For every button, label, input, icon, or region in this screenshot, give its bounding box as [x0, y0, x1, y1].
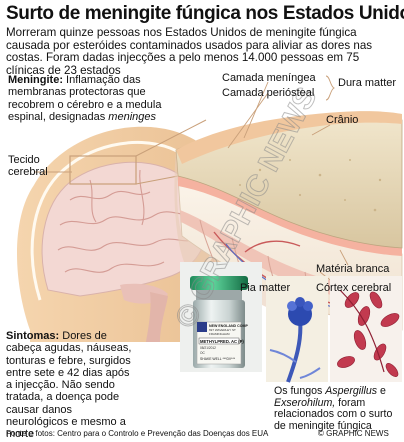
label-cortex-cerebral: Córtex cerebral [316, 282, 392, 294]
source-note: Fonte e fotos: Centro para o Controlo e … [6, 429, 269, 438]
caption-pre: Os fungos [274, 385, 326, 397]
caption-exserohilum: Exserohilum, [274, 396, 336, 409]
page-title: Surto de meningite fúngica nos Estados U… [6, 3, 404, 24]
illustration: NEW ENGLAND COMP 697 WAVERLEY ST FRAMING… [17, 75, 403, 383]
label-materia-branca: Matéria branca [316, 263, 390, 275]
vial-label-product: METHYLPRED. AC (P) [200, 339, 244, 344]
vial-label-shake: SHAKE WELL ***DV*** [200, 357, 236, 361]
vial-label-code: OC [200, 351, 205, 355]
steroid-vial-photo: NEW ENGLAND COMP 697 WAVERLEY ST FRAMING… [180, 262, 262, 372]
label-camada-periostea: Camada periósteal [222, 87, 315, 99]
vial-label-brand: NEW ENGLAND COMP [209, 324, 249, 328]
intro-text: Morreram quinze pessoas nos Estados Unid… [6, 26, 373, 77]
label-dura-matter: Dura matter [338, 77, 397, 89]
fungi-caption: Os fungos Aspergillus e Exserohilum, for… [274, 385, 402, 432]
meningite-text: Inflamação das membranas protectoras que… [8, 74, 162, 123]
sintomas-term: Sintomas: [6, 330, 60, 342]
label-tecido-cerebral: Tecido cerebral [8, 154, 48, 178]
vial-label-date: 08/21/2012 [200, 346, 216, 350]
vial-label-address: 697 WAVERLEY ST [209, 328, 236, 332]
zoom-leaders [135, 119, 207, 185]
vial-label-city: FRAMINGHAM [209, 332, 230, 336]
sintomas-text: Sintomas: Dores de cabeça agudas, náusea… [6, 330, 136, 441]
caption-post: foram relacionados com o surto de mening… [274, 396, 393, 432]
label-pia-matter: Pia matter [240, 282, 291, 294]
caption-aspergillus: Aspergillus [325, 385, 378, 397]
meningite-term: Meningite: [8, 74, 63, 86]
label-cranio: Crânio [326, 114, 359, 126]
aspergillus-micrograph [266, 276, 328, 383]
exserohilum-micrograph [330, 276, 402, 382]
label-camada-meningea: Camada meníngea [222, 72, 316, 84]
credit: © GRAPHIC NEWS [318, 429, 389, 438]
caption-mid: e [377, 385, 386, 397]
meningite-definition: Meningite: Inflamação das membranas prot… [8, 74, 166, 123]
sintomas-body: Dores de cabeça agudas, náuseas, tontura… [6, 330, 132, 441]
meninges-term: meninges [108, 110, 156, 123]
